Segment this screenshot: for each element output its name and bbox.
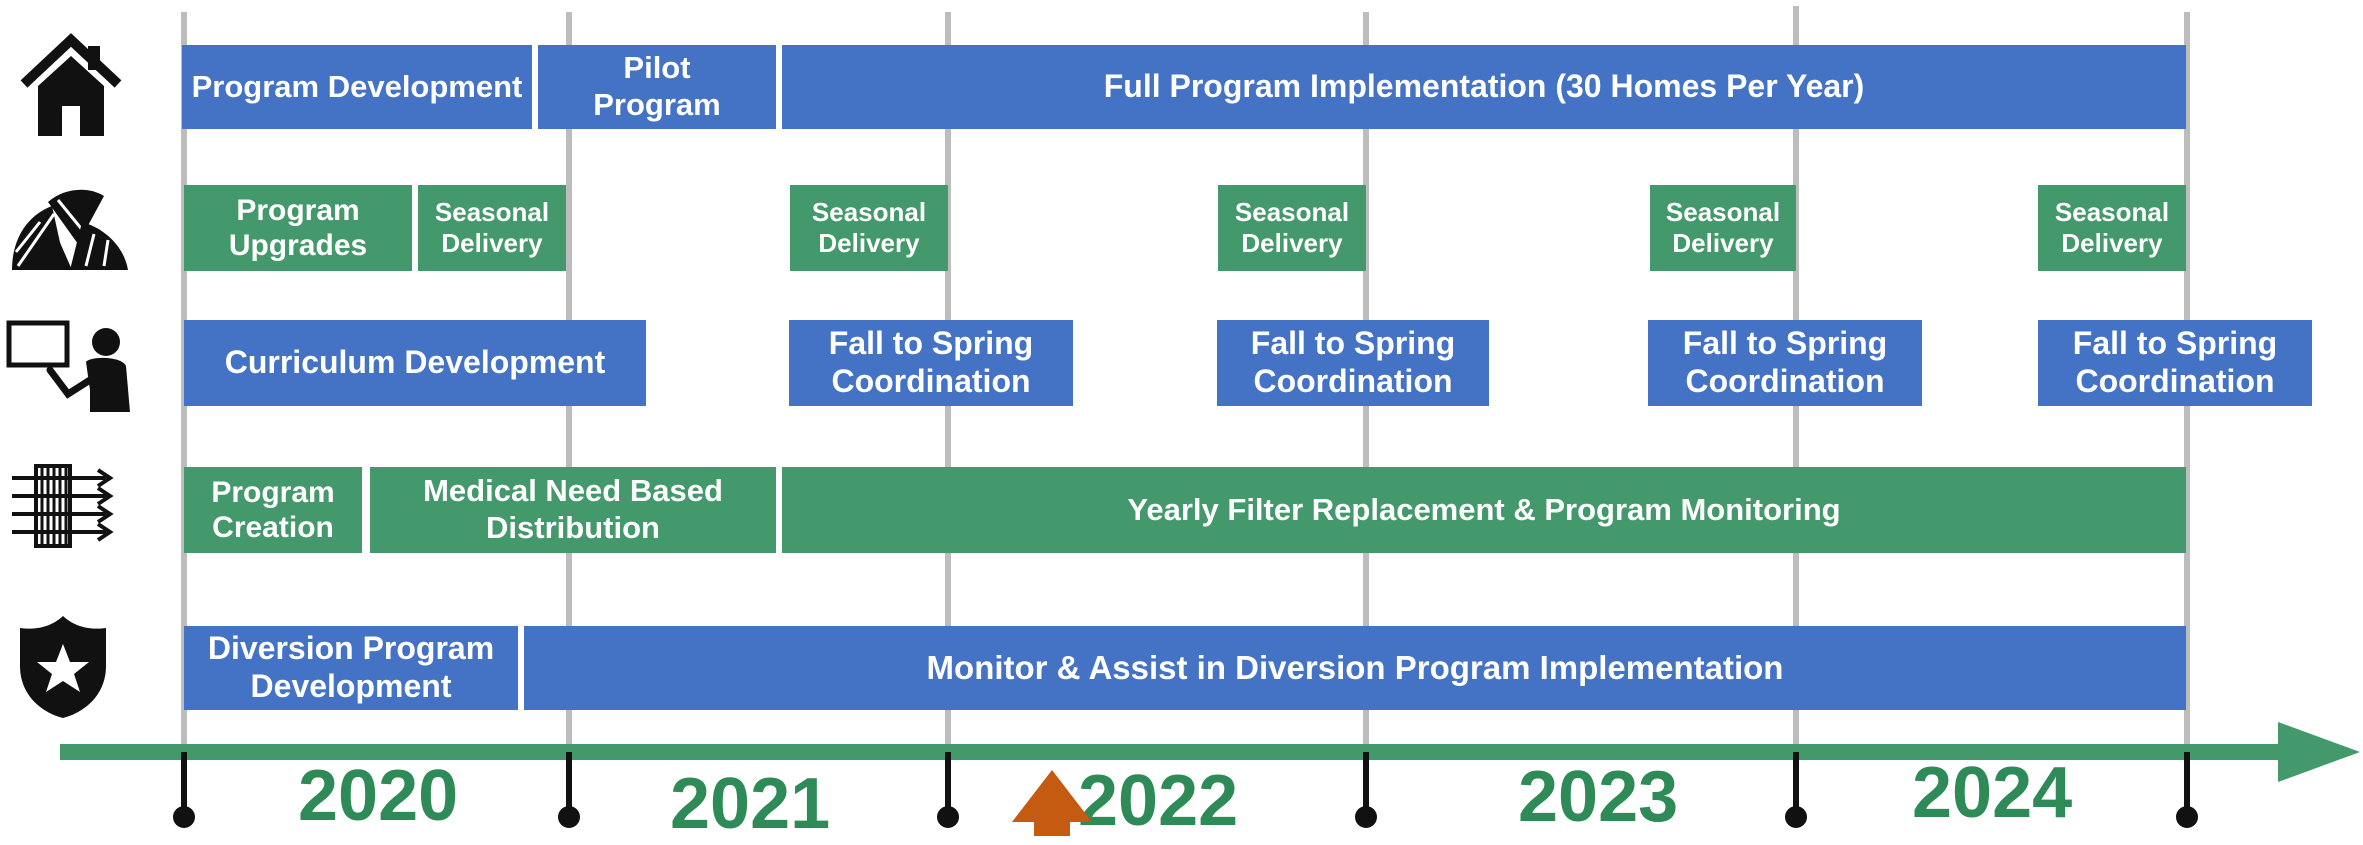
axis-tick bbox=[566, 752, 572, 814]
year-label-2022: 2022 bbox=[1078, 761, 1239, 841]
seasonal-delivery-bar: Seasonal Delivery bbox=[1218, 185, 1366, 271]
axis-tick bbox=[945, 752, 951, 814]
year-label-2024: 2024 bbox=[1912, 753, 2073, 833]
medical-need-label: Medical Need Based Distribution bbox=[423, 473, 723, 545]
full-implementation-bar: Full Program Implementation (30 Homes Pe… bbox=[782, 45, 2186, 129]
axis-tick bbox=[181, 752, 187, 814]
fall-to-spring-bar: Fall to Spring Coordination bbox=[2038, 320, 2312, 406]
pilot-program-label: Pilot Program bbox=[593, 50, 721, 122]
axis-tick-dot bbox=[558, 806, 580, 828]
seasonal-delivery-label: Seasonal Delivery bbox=[811, 197, 927, 258]
fall-to-spring-label: Fall to Spring Coordination bbox=[1682, 325, 1888, 399]
seasonal-delivery-label: Seasonal Delivery bbox=[1665, 197, 1781, 258]
diversion-development-label: Diversion Program Development bbox=[207, 630, 495, 704]
seasonal-delivery-label: Seasonal Delivery bbox=[434, 197, 550, 258]
program-upgrades-bar: Program Upgrades bbox=[184, 185, 412, 271]
monitor-assist-bar: Monitor & Assist in Diversion Program Im… bbox=[524, 626, 2186, 710]
axis-tick-dot bbox=[937, 806, 959, 828]
seasonal-delivery-bar: Seasonal Delivery bbox=[1650, 185, 1796, 271]
full-implementation-label: Full Program Implementation (30 Homes Pe… bbox=[1103, 68, 1865, 105]
fall-to-spring-bar: Fall to Spring Coordination bbox=[789, 320, 1073, 406]
program-upgrades-label: Program Upgrades bbox=[228, 193, 368, 262]
program-creation-bar: Program Creation bbox=[184, 467, 362, 553]
police-badge-icon bbox=[20, 616, 106, 718]
pilot-program-bar: Pilot Program bbox=[538, 45, 776, 129]
teacher-icon bbox=[6, 320, 130, 412]
seasonal-delivery-bar: Seasonal Delivery bbox=[418, 185, 566, 271]
axis-tick-dot bbox=[2176, 806, 2198, 828]
medical-need-bar: Medical Need Based Distribution bbox=[370, 467, 776, 553]
year-label-2020: 2020 bbox=[298, 756, 459, 836]
produce-icon bbox=[12, 189, 128, 270]
yearly-filter-label: Yearly Filter Replacement & Program Moni… bbox=[1127, 491, 1841, 527]
axis-tick-dot bbox=[1355, 806, 1377, 828]
fall-to-spring-bar: Fall to Spring Coordination bbox=[1217, 320, 1489, 406]
year-label-2021: 2021 bbox=[670, 764, 831, 844]
seasonal-delivery-bar: Seasonal Delivery bbox=[790, 185, 948, 271]
program-creation-label: Program Creation bbox=[211, 475, 335, 544]
curriculum-development-label: Curriculum Development bbox=[224, 344, 606, 381]
curriculum-development-bar: Curriculum Development bbox=[184, 320, 646, 406]
axis-tick bbox=[1793, 752, 1799, 814]
current-position-arrow-icon bbox=[1012, 770, 1092, 836]
fall-to-spring-bar: Fall to Spring Coordination bbox=[1648, 320, 1922, 406]
program-development-label: Program Development bbox=[191, 68, 523, 104]
diversion-development-bar: Diversion Program Development bbox=[184, 626, 518, 710]
house-icon bbox=[20, 33, 122, 136]
axis-tick-dot bbox=[173, 806, 195, 828]
fall-to-spring-label: Fall to Spring Coordination bbox=[1250, 325, 1456, 399]
timeline-axis-arrow bbox=[60, 722, 2360, 782]
fall-to-spring-label: Fall to Spring Coordination bbox=[2072, 325, 2278, 399]
program-development-bar: Program Development bbox=[182, 45, 532, 129]
yearly-filter-bar: Yearly Filter Replacement & Program Moni… bbox=[782, 467, 2186, 553]
monitor-assist-label: Monitor & Assist in Diversion Program Im… bbox=[926, 648, 1784, 686]
seasonal-delivery-bar: Seasonal Delivery bbox=[2038, 185, 2186, 271]
fall-to-spring-label: Fall to Spring Coordination bbox=[828, 325, 1034, 399]
seasonal-delivery-label: Seasonal Delivery bbox=[2054, 197, 2170, 258]
seasonal-delivery-label: Seasonal Delivery bbox=[1234, 197, 1350, 258]
axis-tick bbox=[2184, 752, 2190, 814]
air-filter-icon bbox=[12, 464, 114, 548]
axis-tick-dot bbox=[1785, 806, 1807, 828]
year-label-2023: 2023 bbox=[1518, 757, 1679, 837]
axis-tick bbox=[1363, 752, 1369, 814]
